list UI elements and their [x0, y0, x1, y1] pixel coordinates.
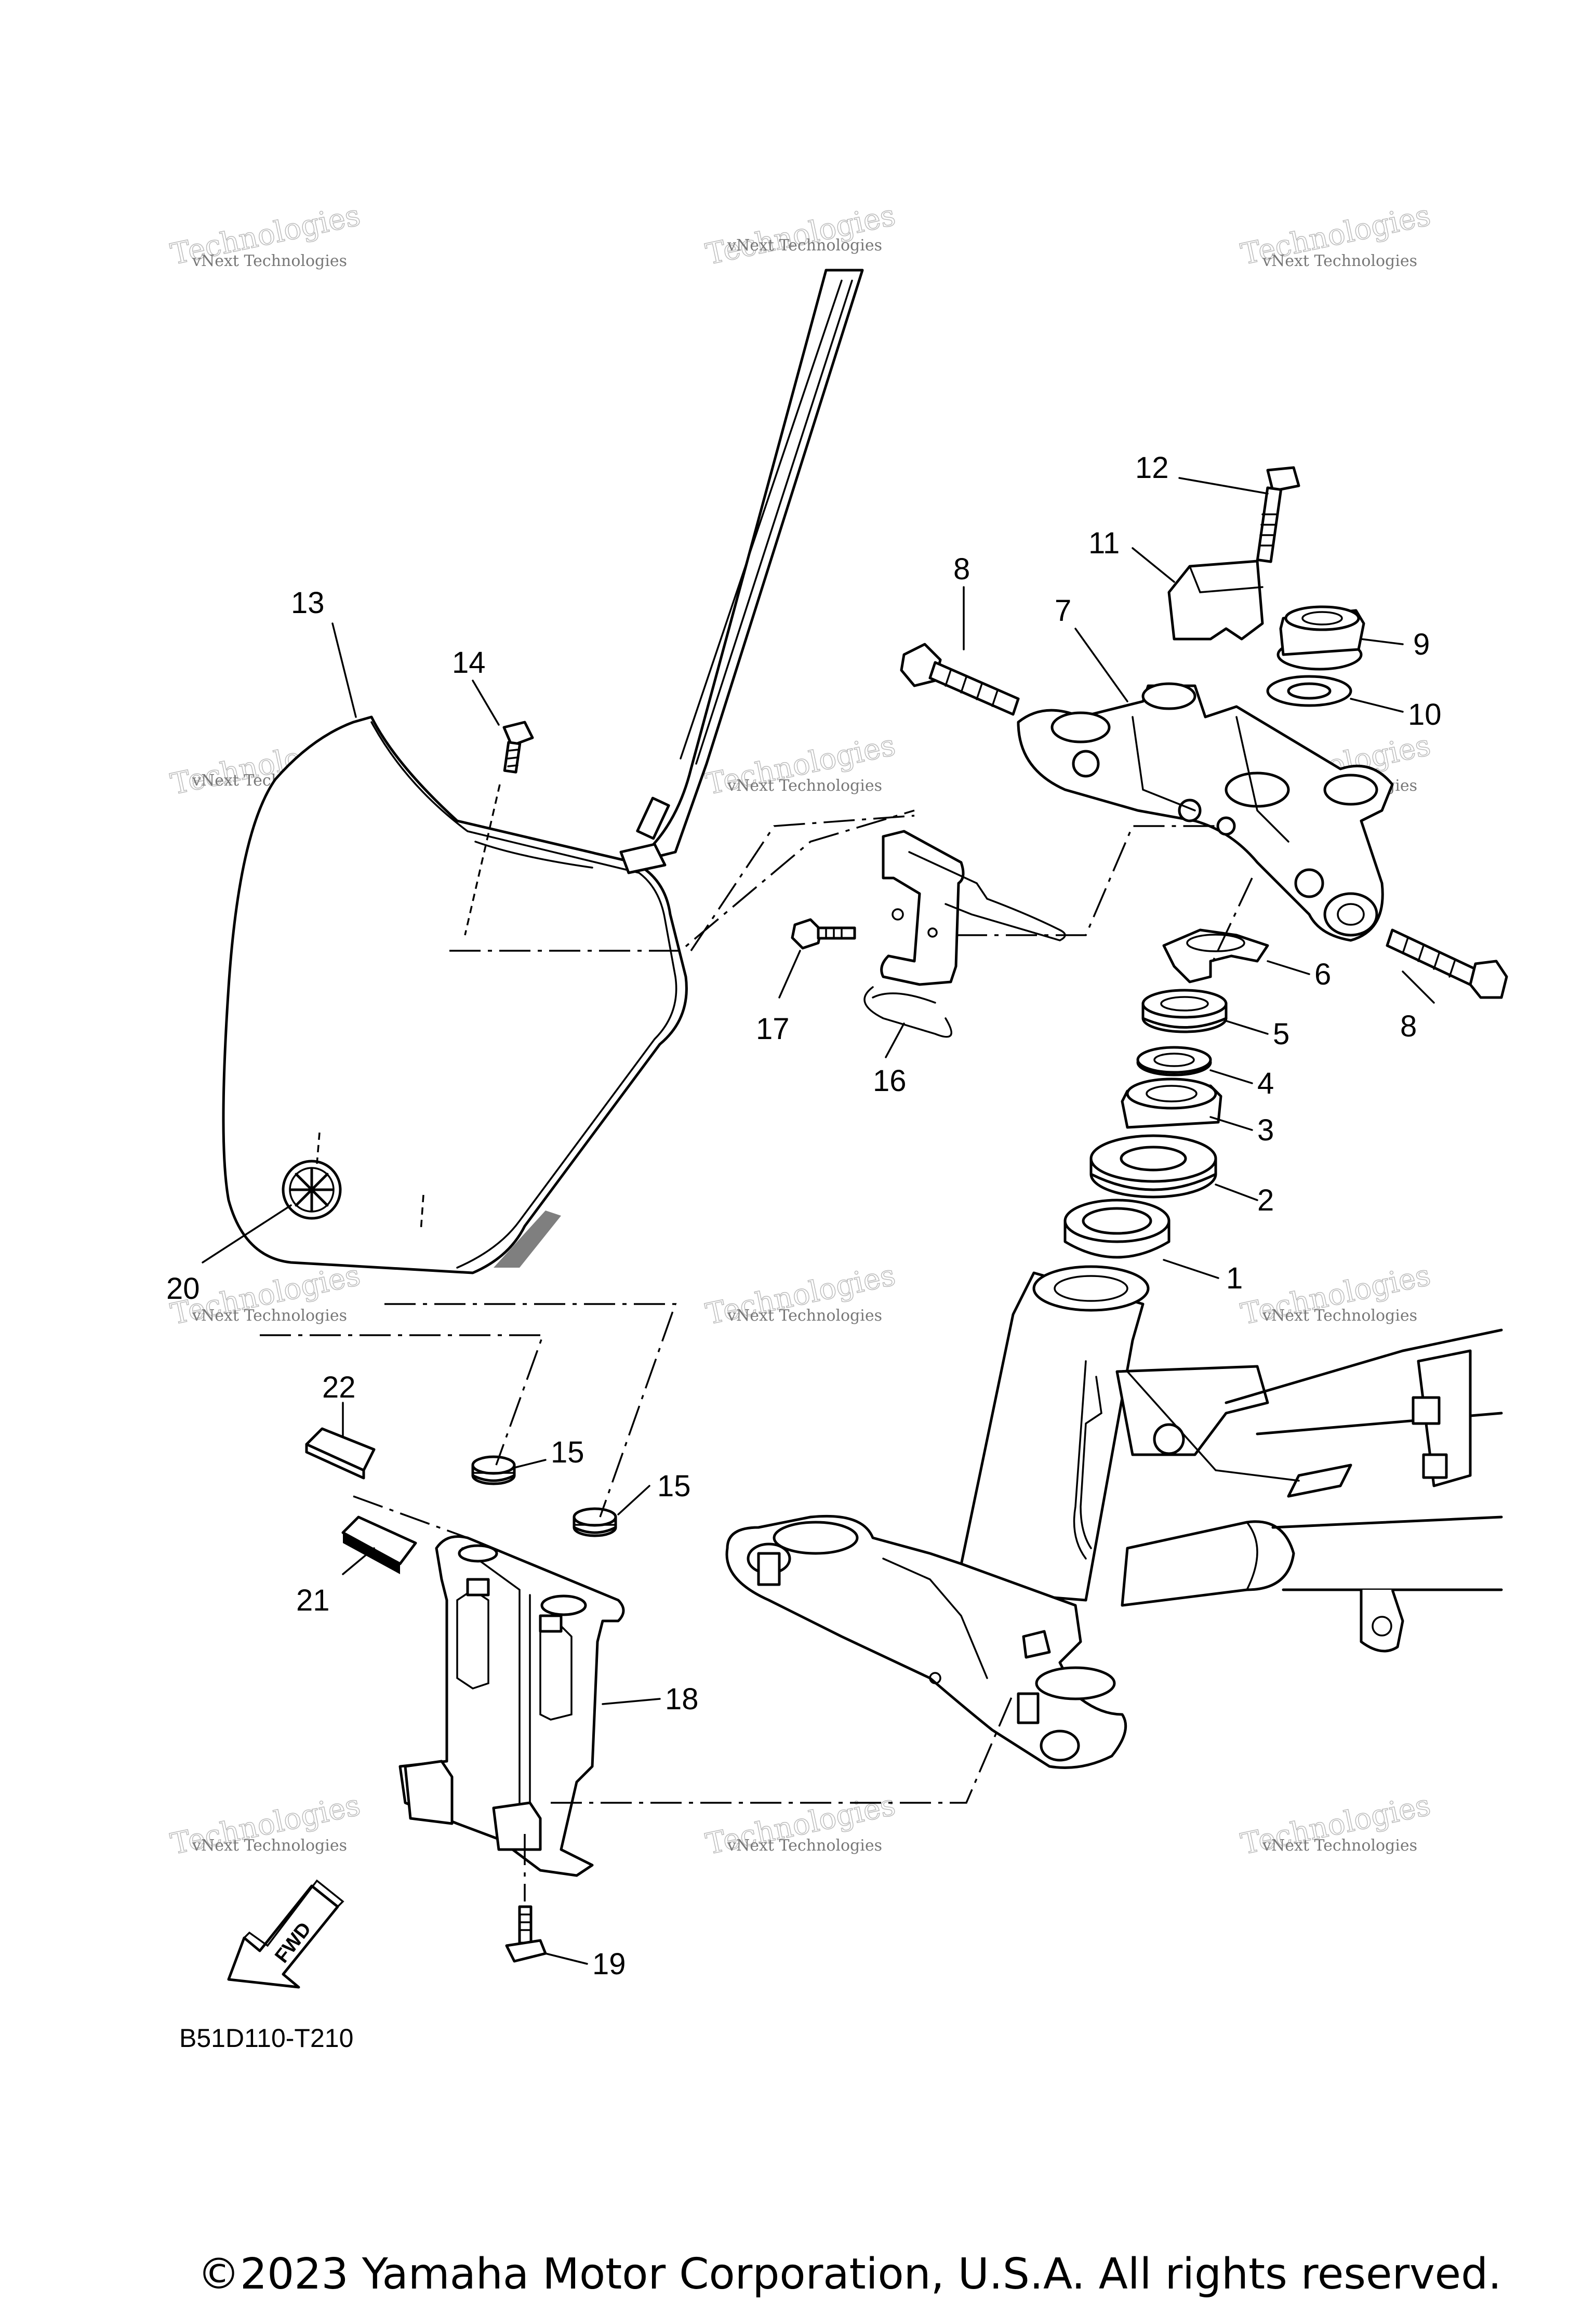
callout-9: 9	[1413, 628, 1430, 661]
emblem-20	[282, 1160, 342, 1220]
nut-9	[1276, 605, 1365, 671]
reference-lines	[260, 809, 1253, 1901]
callout-7: 7	[1055, 594, 1071, 628]
bracket-16	[863, 830, 1066, 1038]
watermark: Technologies vNext Technologies	[702, 1258, 899, 1332]
callout-11: 11	[1088, 526, 1120, 560]
svg-text:vNext Technologies: vNext Technologies	[192, 1837, 347, 1855]
damper-15-right	[573, 1507, 617, 1537]
callout-10: 10	[1408, 698, 1442, 732]
pad-22	[305, 1427, 376, 1480]
ring-nut-5	[1141, 989, 1228, 1033]
callout-12: 12	[1135, 451, 1169, 485]
callout-15-left: 15	[551, 1435, 584, 1469]
number-plate-13	[222, 269, 864, 1274]
washer-10	[1266, 675, 1352, 707]
callout-6: 6	[1314, 957, 1331, 991]
svg-text:vNext Technologies: vNext Technologies	[727, 1837, 882, 1855]
svg-text:vNext Technologies: vNext Technologies	[192, 1307, 347, 1325]
callout-3: 3	[1257, 1113, 1274, 1147]
washer-4	[1136, 1046, 1212, 1076]
damper-15-left	[471, 1455, 516, 1485]
pad-21	[341, 1515, 417, 1574]
callout-17: 17	[756, 1012, 790, 1046]
callout-13: 13	[291, 586, 325, 620]
watermark: Technologies vNext Technologies	[702, 728, 899, 802]
callout-22: 22	[322, 1371, 356, 1404]
watermark: Technologies vNext Technologies	[702, 198, 899, 272]
bolt-8-upper	[900, 643, 1020, 716]
callout-21: 21	[296, 1584, 330, 1617]
handlebar-holder-11	[1167, 560, 1264, 641]
drawing-code: B51D110-T210	[179, 2024, 353, 2053]
svg-text:vNext Technologies: vNext Technologies	[1262, 1837, 1417, 1855]
cover-6	[1162, 928, 1269, 983]
callout-2: 2	[1257, 1183, 1274, 1217]
seal-2	[1089, 1134, 1217, 1199]
bolt-8-lower	[1386, 928, 1508, 999]
watermark: Technologies vNext Technologies	[167, 1788, 364, 1861]
callout-15-right: 15	[657, 1469, 691, 1503]
bolt-17	[791, 918, 856, 950]
svg-text:vNext Technologies: vNext Technologies	[1262, 1307, 1417, 1325]
callout-18: 18	[665, 1682, 699, 1716]
svg-text:vNext Technologies: vNext Technologies	[1262, 252, 1417, 270]
callouts: 1 2 3 4 5 6 7 8 8 9 10 11 12 13 14 15 15…	[166, 451, 1442, 1981]
fwd-arrow: FWD	[227, 1879, 344, 1989]
frame-head-pipe	[954, 1265, 1503, 1653]
svg-text:vNext Technologies: vNext Technologies	[727, 1307, 882, 1325]
svg-text:vNext Technologies: vNext Technologies	[727, 777, 882, 795]
upper-bracket-7	[1017, 682, 1394, 942]
lower-triple-clamp	[725, 1514, 1127, 1769]
watermark: Technologies vNext Technologies	[702, 1788, 899, 1861]
callout-16: 16	[873, 1064, 907, 1098]
bolt-19	[505, 1905, 547, 1963]
leader-lines	[202, 477, 1435, 1965]
svg-text:vNext Technologies: vNext Technologies	[192, 252, 347, 270]
bolt-12	[1256, 466, 1300, 563]
svg-text:vNext Technologies: vNext Technologies	[727, 236, 882, 255]
callout-19: 19	[592, 1947, 626, 1981]
bolt-14	[464, 721, 534, 936]
callout-14: 14	[452, 646, 486, 680]
callout-8-upper: 8	[953, 552, 970, 586]
callout-4: 4	[1257, 1067, 1274, 1100]
bearing-1	[1063, 1199, 1171, 1259]
callout-5: 5	[1273, 1017, 1289, 1051]
callout-1: 1	[1226, 1261, 1243, 1295]
watermark: Technologies vNext Technologies	[167, 198, 364, 272]
copyright-notice: ©2023 Yamaha Motor Corporation, U.S.A. A…	[197, 2250, 1502, 2299]
bracket-18	[398, 1535, 625, 1877]
callout-8-lower: 8	[1400, 1009, 1417, 1043]
svg-text:Technologies: Technologies	[703, 198, 898, 272]
callout-20: 20	[166, 1272, 200, 1306]
ring-nut-3	[1121, 1078, 1222, 1129]
watermark: Technologies vNext Technologies	[1238, 198, 1434, 272]
watermark: Technologies vNext Technologies	[1238, 1258, 1434, 1332]
watermark: Technologies vNext Technologies	[1238, 1788, 1434, 1861]
